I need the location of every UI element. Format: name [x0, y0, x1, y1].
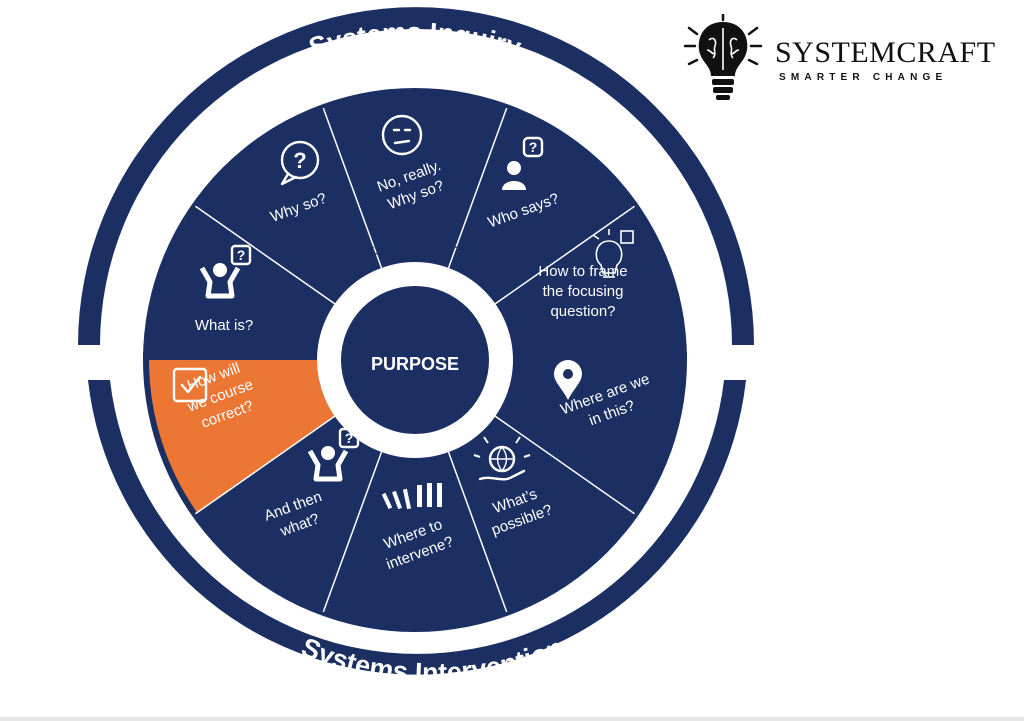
globe-hand-icon [473, 436, 531, 481]
question-bubble-icon: ? [280, 140, 320, 186]
segment-divider [494, 205, 635, 305]
logo-tagline: SMARTER CHANGE [779, 72, 948, 83]
skeptical-face-icon [381, 114, 423, 156]
segment-divider [195, 415, 336, 515]
lightbulb-puzzle-icon [592, 229, 634, 278]
segment-divider [447, 451, 508, 613]
speaker-question-icon: ? [502, 136, 544, 190]
segments-group: ?What is? ?Why so? No, really.Why so? ?W… [149, 107, 652, 613]
segment-divider [494, 415, 635, 515]
dominoes-icon [381, 483, 442, 510]
location-pin-icon [554, 360, 582, 400]
segment-divider [322, 107, 383, 269]
brain-bulb-icon [683, 14, 763, 100]
segment-divider [447, 107, 508, 269]
logo-brand: SYSTEMCRAFT [775, 36, 996, 69]
segment-highlight [149, 360, 335, 513]
checkbox-icon [172, 367, 208, 403]
svg-text:?: ? [293, 148, 306, 173]
segment-divider [322, 451, 383, 613]
hub-core [341, 286, 489, 434]
segment-divider [195, 205, 336, 305]
bottom-strip [0, 717, 1024, 721]
systemcraft-logo: SYSTEMCRAFT SMARTER CHANGE [675, 0, 1024, 115]
svg-text:?: ? [237, 247, 246, 263]
hub-label: PURPOSE [371, 354, 459, 374]
svg-text:?: ? [529, 139, 538, 155]
segment-label: What is? [195, 317, 253, 334]
svg-text:?: ? [345, 430, 354, 446]
person-question-icon: ? [199, 244, 252, 299]
